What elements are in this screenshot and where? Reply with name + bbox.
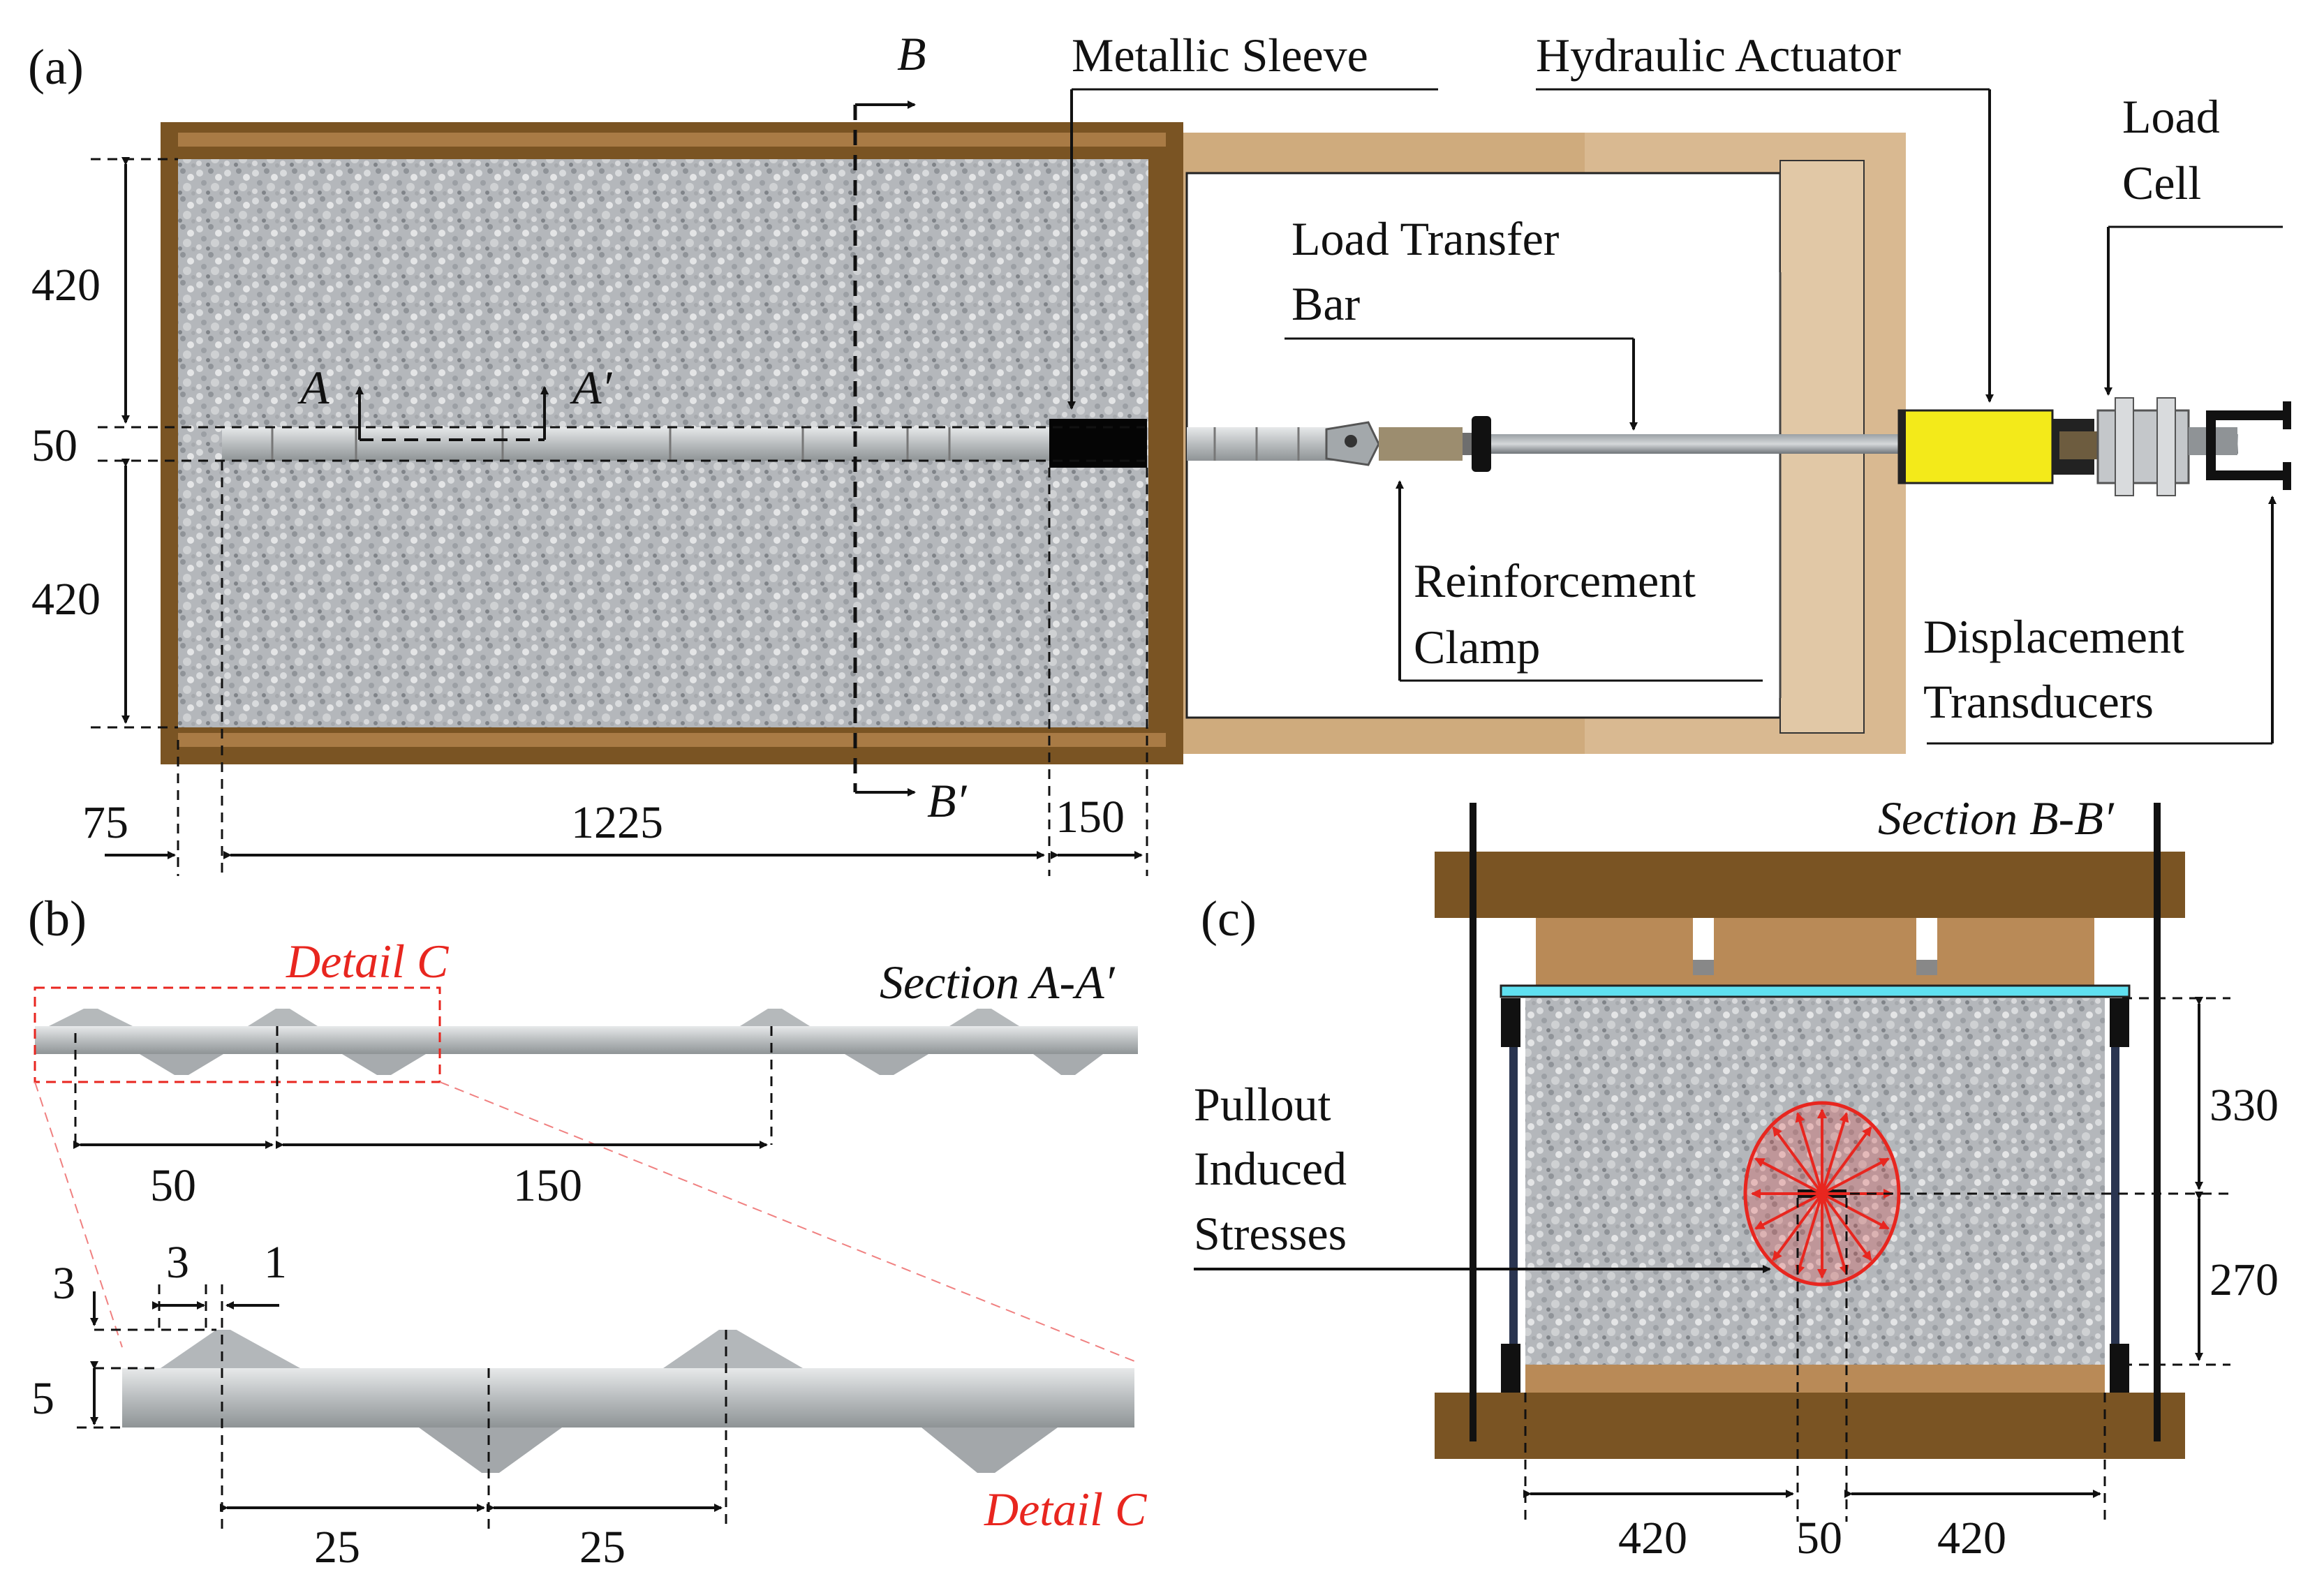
- label-stress-2: Induced: [1194, 1142, 1347, 1195]
- label-stress-1: Pullout: [1194, 1078, 1331, 1131]
- dim-rib-gap: 1: [264, 1237, 287, 1288]
- label-displacement-transducers-2: Transducers: [1923, 675, 2154, 728]
- section-a-prime-mark: A′: [570, 361, 613, 414]
- dim-mid-height: 50: [31, 420, 77, 471]
- section-a-mark: A: [297, 361, 330, 414]
- dim-top-height: 420: [31, 260, 101, 311]
- label-load-cell-2: Cell: [2122, 156, 2201, 209]
- detail-c-enlarged: [122, 1330, 1134, 1473]
- panel-c-dimensions: 330 270 420 50 420: [1523, 997, 2279, 1564]
- bottom-beam: [1435, 1393, 2185, 1459]
- reinforcement-strip: [222, 427, 1049, 461]
- dim-rib-spacing-small: 50: [150, 1160, 196, 1211]
- label-displacement-transducers-1: Displacement: [1923, 610, 2184, 663]
- panel-a-label: (a): [28, 39, 84, 95]
- dim-rib-pitch-2: 25: [579, 1522, 626, 1572]
- metallic-sleeve: [1049, 419, 1147, 468]
- dim-bottom-height: 420: [31, 574, 101, 625]
- label-load-transfer-bar-2: Bar: [1291, 277, 1361, 330]
- panel-a-vertical-dimensions: 420 50 420: [31, 157, 130, 724]
- top-loading-blocks: [1536, 918, 2094, 991]
- load-cell: [2096, 397, 2237, 496]
- detail-c-box: [34, 986, 441, 1083]
- panel-c-label: (c): [1201, 891, 1257, 947]
- dim-lower-height: 270: [2210, 1254, 2279, 1305]
- panel-c: (c) Section B-B′: [1194, 792, 2279, 1564]
- stress-zone: [1743, 1101, 1901, 1286]
- label-metallic-sleeve: Metallic Sleeve: [1072, 29, 1368, 82]
- label-load-cell-1: Load: [2122, 90, 2220, 143]
- detail-c-label-top: Detail C: [286, 935, 449, 988]
- detail-c-dimensions: 3 3 1 5 25 25: [31, 1237, 727, 1572]
- dim-rib-spacing-large: 150: [513, 1160, 582, 1211]
- section-a-line: A A′: [297, 361, 613, 441]
- section-a-title: Section A-A′: [880, 956, 1116, 1009]
- dim-left-offset: 75: [82, 797, 128, 848]
- label-load-transfer-bar-1: Load Transfer: [1291, 212, 1560, 265]
- dim-upper-height: 330: [2210, 1080, 2279, 1131]
- pressure-plate: [1500, 984, 2131, 998]
- dim-left-width: 420: [1618, 1513, 1687, 1564]
- panel-b-label: (b): [28, 891, 87, 947]
- dim-sleeve-length: 150: [1056, 792, 1125, 843]
- panel-a-callouts: Metallic Sleeve Hydraulic Actuator Load …: [1067, 29, 2283, 745]
- label-reinforcement-clamp-2: Clamp: [1414, 621, 1540, 674]
- dim-rib-top: 3: [166, 1237, 189, 1288]
- section-soil: [1525, 998, 2105, 1365]
- displacement-transducers: [2206, 401, 2291, 490]
- section-b-mark: B: [897, 27, 926, 80]
- clamp-nut: [1472, 416, 1491, 472]
- detail-c-label-bottom: Detail C: [984, 1483, 1147, 1536]
- section-b-title: Section B-B′: [1878, 792, 2115, 845]
- label-reinforcement-clamp-1: Reinforcement: [1414, 554, 1696, 607]
- dim-bar-thickness: 5: [31, 1373, 54, 1424]
- panel-a: (a): [28, 27, 2291, 876]
- dim-center-width: 50: [1796, 1513, 1842, 1564]
- dim-right-width: 420: [1937, 1513, 2006, 1564]
- panel-a-horizontal-dimensions: 75 1225 150: [82, 792, 1143, 859]
- label-stress-3: Stresses: [1194, 1207, 1347, 1260]
- strip-and-clamp: [1187, 416, 1491, 472]
- dim-rib-pitch-1: 25: [314, 1522, 360, 1572]
- dim-rib-height: 3: [52, 1258, 75, 1309]
- top-beam: [1435, 852, 2185, 918]
- stress-callout: Pullout Induced Stresses: [1194, 1078, 1771, 1273]
- panel-b: (b) Detail C Section A-A′ 50 150: [28, 891, 1147, 1572]
- dim-embedded-length: 1225: [571, 797, 663, 848]
- label-hydraulic-actuator: Hydraulic Actuator: [1536, 29, 1901, 82]
- section-b-line: B B′: [853, 27, 968, 827]
- hydraulic-actuator: [1897, 409, 2101, 484]
- section-b-prime-mark: B′: [927, 774, 968, 827]
- ribbed-strip: [35, 1009, 1138, 1075]
